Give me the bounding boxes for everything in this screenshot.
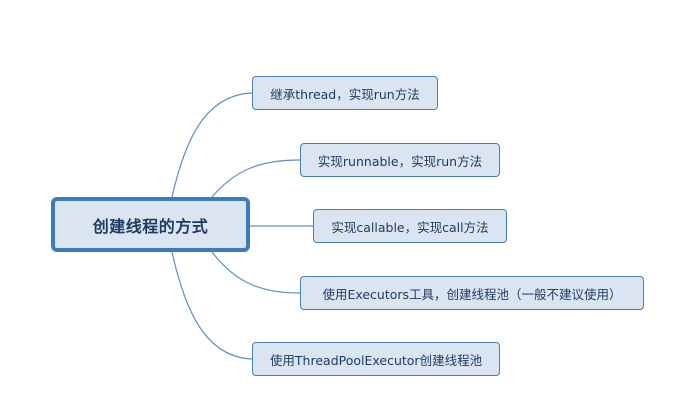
branch-node-implement-callable[interactable]: 实现callable，实现call方法 <box>313 209 507 243</box>
branch-node-extend-thread[interactable]: 继承thread，实现run方法 <box>252 76 438 110</box>
mindmap-root-node[interactable]: 创建线程的方式 <box>51 197 250 252</box>
branch-node-implement-runnable[interactable]: 实现runnable，实现run方法 <box>300 143 500 177</box>
branch-label: 实现callable，实现call方法 <box>331 219 489 235</box>
branch-label: 使用Executors工具，创建线程池（一般不建议使用） <box>322 286 622 302</box>
edge-to-branch-4 <box>211 251 301 294</box>
edge-to-branch-1 <box>171 92 253 198</box>
edge-to-branch-5 <box>171 251 253 360</box>
branch-label: 实现runnable，实现run方法 <box>317 153 483 169</box>
branch-node-threadpoolexecutor[interactable]: 使用ThreadPoolExecutor创建线程池 <box>252 342 500 376</box>
root-label: 创建线程的方式 <box>92 216 209 236</box>
branch-label: 继承thread，实现run方法 <box>270 86 420 102</box>
branch-label: 使用ThreadPoolExecutor创建线程池 <box>269 352 483 368</box>
edge-to-branch-2 <box>211 159 301 198</box>
branch-node-executors-pool[interactable]: 使用Executors工具，创建线程池（一般不建议使用） <box>300 276 644 310</box>
